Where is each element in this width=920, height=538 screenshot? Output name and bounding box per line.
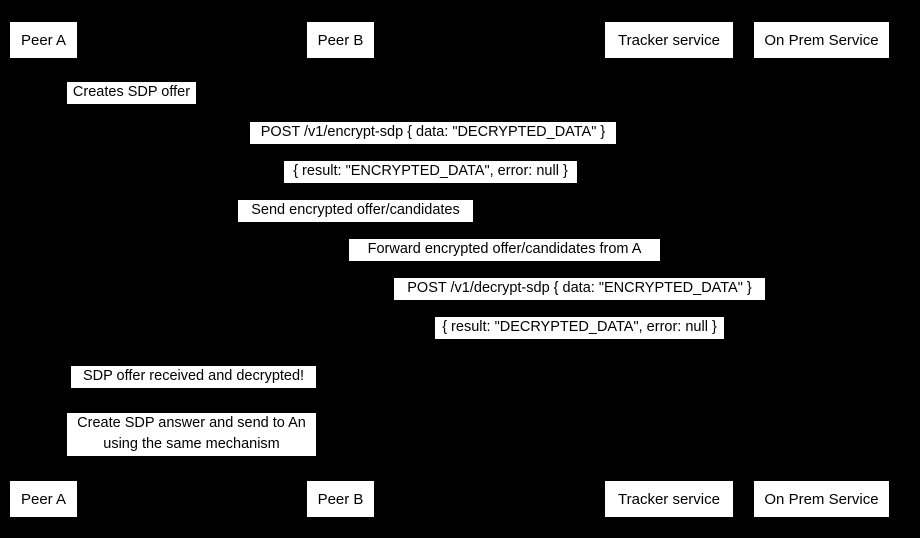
arrow-head-post-decrypt-sdp (813, 296, 821, 306)
actor-label-peer-b-bottom: Peer B (317, 490, 364, 508)
actor-box-peer-b-bottom[interactable]: Peer B (307, 481, 374, 517)
message-label-sdp-offer-received: SDP offer received and decrypted! (71, 366, 316, 388)
actor-box-tracker-top[interactable]: Tracker service (605, 22, 733, 58)
actor-box-peer-a-top[interactable]: Peer A (10, 22, 77, 58)
arrow-decrypt-sdp-response (340, 339, 821, 341)
message-text-send-encrypted-offer: Send encrypted offer/candidates (251, 202, 460, 218)
arrow-head-forward-encrypted-offer (340, 257, 348, 267)
actor-label-on-prem-bottom: On Prem Service (764, 490, 879, 508)
arrow-head-create-sdp-answer (332, 452, 340, 462)
message-text-forward-encrypted-offer: Forward encrypted offer/candidates from … (367, 241, 642, 257)
arrow-head-post-encrypt-sdp (813, 140, 821, 150)
message-label-post-encrypt-sdp: POST /v1/encrypt-sdp { data: "DECRYPTED_… (250, 122, 616, 144)
actor-box-peer-b-top[interactable]: Peer B (307, 22, 374, 58)
message-text-encrypt-sdp-response: { result: "ENCRYPTED_DATA", error: null … (293, 163, 568, 179)
message-label-creates-sdp-offer: Creates SDP offer (67, 82, 196, 104)
arrow-head-encrypt-sdp-response (43, 179, 51, 189)
lifeline-peer-b (340, 57, 342, 481)
actor-box-peer-a-bottom[interactable]: Peer A (10, 481, 77, 517)
arrow-create-sdp-answer (43, 456, 340, 458)
actor-box-tracker-bottom[interactable]: Tracker service (605, 481, 733, 517)
arrow-post-encrypt-sdp (43, 144, 821, 146)
arrow-head-send-encrypted-offer (660, 218, 668, 228)
actor-label-tracker-bottom: Tracker service (618, 490, 720, 508)
arrow-post-decrypt-sdp (340, 300, 821, 302)
arrow-head-sdp-offer-received (43, 384, 51, 394)
lifeline-tracker (668, 57, 670, 481)
actor-box-on-prem-bottom[interactable]: On Prem Service (754, 481, 889, 517)
message-text-decrypt-sdp-response: { result: "DECRYPTED_DATA", error: null … (442, 319, 717, 335)
message-text-creates-sdp-offer: Creates SDP offer (72, 84, 191, 100)
arrow-sdp-offer-received (43, 388, 340, 390)
arrow-encrypt-sdp-response (43, 183, 821, 185)
arrow-send-encrypted-offer (43, 222, 668, 224)
message-label-post-decrypt-sdp: POST /v1/decrypt-sdp { data: "ENCRYPTED_… (394, 278, 765, 300)
arrow-head-decrypt-sdp-response (340, 335, 348, 345)
message-label-create-sdp-answer: Create SDP answer and send to An using t… (67, 413, 316, 456)
actor-box-on-prem-top[interactable]: On Prem Service (754, 22, 889, 58)
message-label-decrypt-sdp-response: { result: "DECRYPTED_DATA", error: null … (435, 317, 724, 339)
actor-label-peer-a-top: Peer A (20, 31, 67, 49)
lifeline-on-prem (821, 57, 823, 481)
message-text-create-sdp-answer: Create SDP answer and send to An using t… (77, 415, 306, 452)
message-text-post-encrypt-sdp: POST /v1/encrypt-sdp { data: "DECRYPTED_… (260, 124, 606, 140)
message-label-send-encrypted-offer: Send encrypted offer/candidates (238, 200, 473, 222)
arrow-creates-sdp-offer (43, 82, 67, 108)
lifeline-peer-a (43, 57, 45, 481)
message-text-post-decrypt-sdp: POST /v1/decrypt-sdp { data: "ENCRYPTED_… (407, 280, 752, 296)
message-label-encrypt-sdp-response: { result: "ENCRYPTED_DATA", error: null … (284, 161, 577, 183)
actor-label-tracker-top: Tracker service (618, 31, 720, 49)
arrow-forward-encrypted-offer (340, 261, 668, 263)
actor-label-peer-b-top: Peer B (317, 31, 364, 49)
actor-label-peer-a-bottom: Peer A (20, 490, 67, 508)
actor-label-on-prem-top: On Prem Service (764, 31, 879, 49)
message-text-sdp-offer-received: SDP offer received and decrypted! (82, 368, 305, 384)
message-label-forward-encrypted-offer: Forward encrypted offer/candidates from … (349, 239, 660, 261)
